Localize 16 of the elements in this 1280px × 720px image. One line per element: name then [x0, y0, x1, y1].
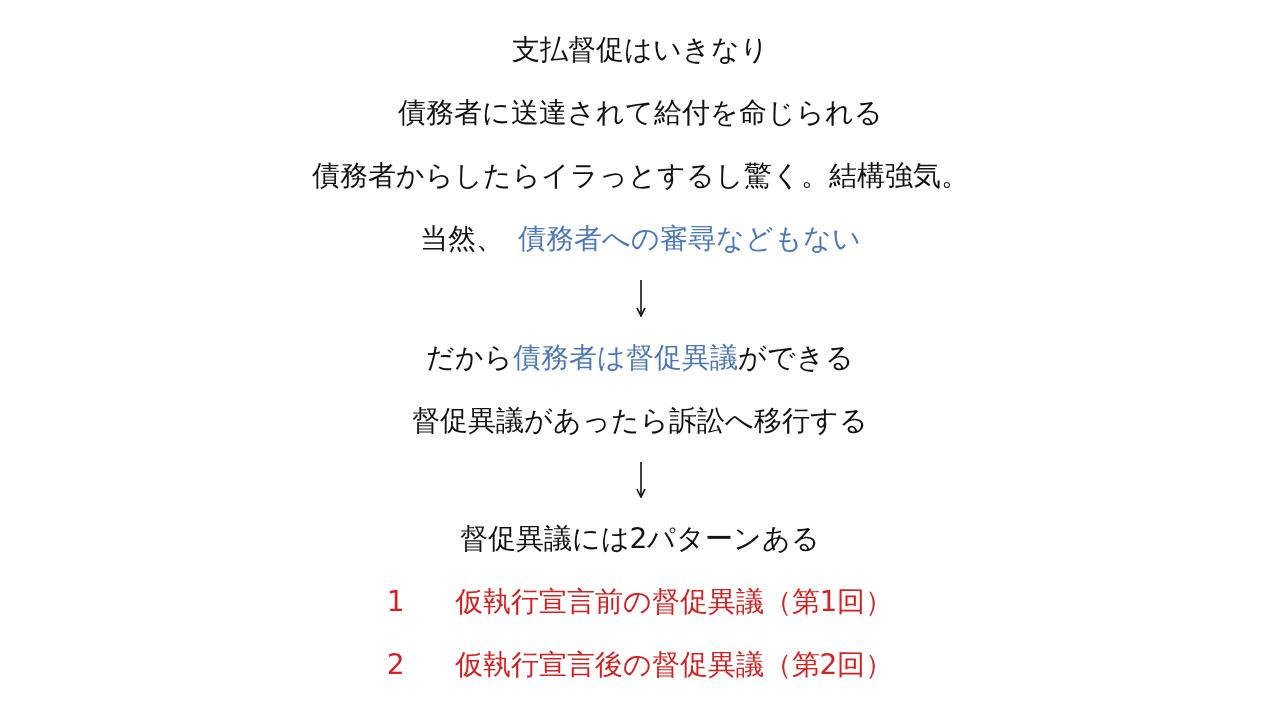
text-line: だから — [426, 340, 513, 376]
item-number: 1 — [386, 584, 405, 620]
text-line: 当然、 — [419, 221, 504, 257]
down-arrow — [636, 461, 646, 498]
text-line: 債務者からしたらイラっとするし驚く。結構強気。 — [311, 158, 969, 194]
down-arrow — [636, 279, 646, 317]
highlighted-text: 債務者への審尋などもない — [517, 221, 861, 257]
text-line: 督促異議があったら訴訟へ移行する — [412, 403, 868, 439]
numbered-item: 仮執行宣言前の督促異議（第1回） — [454, 584, 894, 620]
text-line: ができる — [738, 340, 854, 376]
numbered-item: 仮執行宣言後の督促異議（第2回） — [454, 647, 894, 683]
text-line: 支払督促はいきなり — [511, 32, 769, 68]
highlighted-text: 債務者は督促異議 — [513, 340, 738, 376]
text-line: 債務者に送達されて給付を命じられる — [397, 95, 883, 131]
text-line: 督促異議には2パターンある — [459, 521, 821, 557]
item-number: 2 — [386, 647, 405, 683]
